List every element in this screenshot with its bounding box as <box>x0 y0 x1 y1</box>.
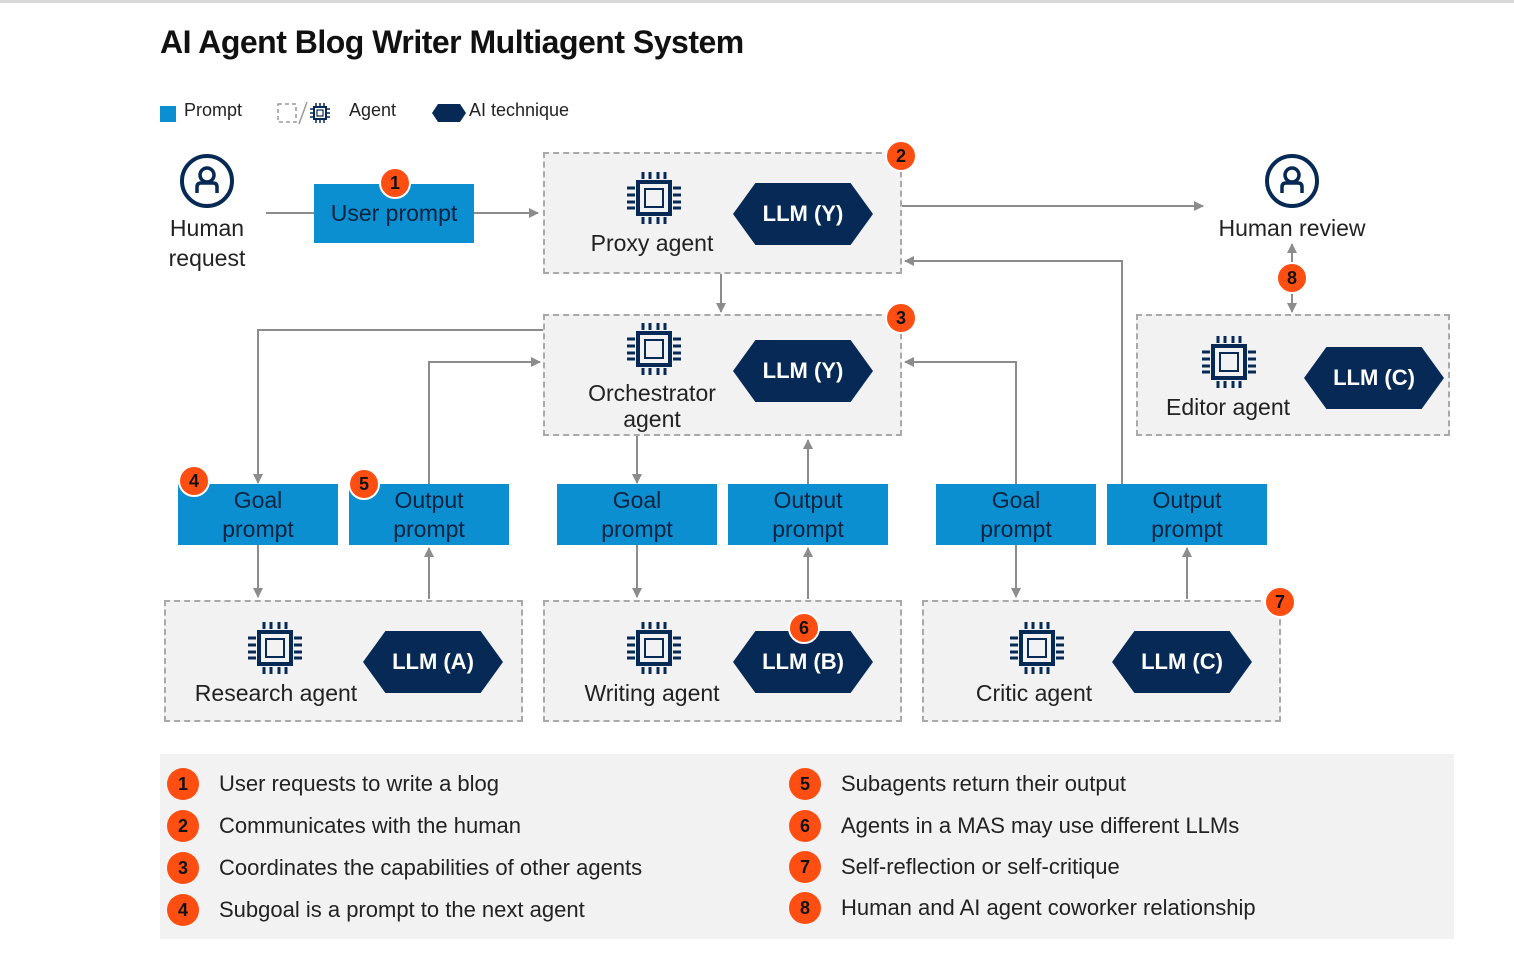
note-5: 5 Subagents return their output <box>789 768 1126 800</box>
top-border <box>0 0 1514 3</box>
note-1-number: 1 <box>167 768 199 800</box>
legend-technique-icon <box>432 104 466 122</box>
note-2-number: 2 <box>167 810 199 842</box>
note-8-text: Human and AI agent coworker relationship <box>841 895 1256 920</box>
note-5-number: 5 <box>789 768 821 800</box>
critic-agent-chip-icon <box>1010 622 1064 674</box>
writing-output-prompt: Output prompt <box>728 484 888 545</box>
note-6-text: Agents in a MAS may use different LLMs <box>841 813 1240 838</box>
writing-goal-prompt: Goal prompt <box>557 484 717 545</box>
orchestrator-agent-chip-icon <box>627 323 681 375</box>
diagram-title: AI Agent Blog Writer Multiagent System <box>160 24 744 60</box>
note-6: 6 Agents in a MAS may use different LLMs <box>789 810 1239 842</box>
note-3-number: 3 <box>167 852 199 884</box>
orchestrator-agent-label: Orchestrator agent <box>588 380 716 432</box>
critic-agent-llm: LLM (C) <box>1112 631 1252 693</box>
note-7-number: 7 <box>789 851 821 883</box>
editor-agent-label: Editor agent <box>1165 394 1291 420</box>
note-7: 7 Self-reflection or self-critique <box>789 851 1120 883</box>
badge-3: 3 <box>885 302 917 334</box>
editor-agent-box: Editor agent LLM (C) <box>1136 314 1450 436</box>
notes-panel: 1 User requests to write a blog 2 Commun… <box>160 754 1454 939</box>
legend-prompt-label: Prompt <box>184 100 243 120</box>
legend-technique-label: AI technique <box>469 100 570 120</box>
proxy-agent-llm: LLM (Y) <box>733 183 873 245</box>
orchestrator-agent-box: Orchestrator agent LLM (Y) <box>543 314 902 436</box>
editor-agent-llm: LLM (C) <box>1304 347 1444 409</box>
note-1-text: User requests to write a blog <box>219 771 500 796</box>
research-goal-prompt: Goal prompt <box>178 484 338 545</box>
note-4-text: Subgoal is a prompt to the next agent <box>219 897 585 922</box>
writing-agent-label: Writing agent <box>584 680 720 706</box>
proxy-agent-chip-icon <box>627 172 681 224</box>
writing-agent-chip-icon <box>627 622 681 674</box>
legend-agent-label: Agent <box>349 100 397 120</box>
writing-agent-box: Writing agent LLM (B) <box>543 600 902 722</box>
badge-1: 1 <box>379 167 411 199</box>
note-8: 8 Human and AI agent coworker relationsh… <box>789 892 1256 924</box>
research-agent-label: Research agent <box>194 680 358 706</box>
research-agent-box: Research agent LLM (A) <box>164 600 523 722</box>
human-request-label: Human request <box>168 215 246 271</box>
editor-agent-chip-icon <box>1202 336 1256 388</box>
note-4: 4 Subgoal is a prompt to the next agent <box>167 894 585 926</box>
note-5-text: Subagents return their output <box>841 771 1126 796</box>
note-6-number: 6 <box>789 810 821 842</box>
critic-agent-box: Critic agent LLM (C) <box>922 600 1281 722</box>
human-review-person-icon <box>1265 154 1319 208</box>
legend-agent-icon <box>277 101 330 125</box>
badge-2: 2 <box>885 140 917 172</box>
critic-agent-label: Critic agent <box>975 680 1093 706</box>
badge-4: 4 <box>178 465 210 497</box>
legend-prompt-swatch <box>160 106 176 122</box>
proxy-agent-box: Proxy agent LLM (Y) <box>543 152 902 274</box>
human-review-label: Human review <box>1218 215 1366 241</box>
note-2-text: Communicates with the human <box>219 813 522 838</box>
note-2: 2 Communicates with the human <box>167 810 521 842</box>
research-agent-chip-icon <box>248 622 302 674</box>
orchestrator-agent-llm: LLM (Y) <box>733 340 873 402</box>
badge-8: 8 <box>1276 262 1308 294</box>
badge-7: 7 <box>1264 586 1296 618</box>
research-agent-llm: LLM (A) <box>363 631 503 693</box>
note-3-text: Coordinates the capabilities of other ag… <box>219 855 643 880</box>
proxy-agent-label: Proxy agent <box>590 230 714 256</box>
note-7-text: Self-reflection or self-critique <box>841 854 1120 879</box>
note-1: 1 User requests to write a blog <box>167 768 499 800</box>
note-8-number: 8 <box>789 892 821 924</box>
note-4-number: 4 <box>167 894 199 926</box>
critic-goal-prompt: Goal prompt <box>936 484 1096 545</box>
note-3: 3 Coordinates the capabilities of other … <box>167 852 642 884</box>
badge-6: 6 <box>788 612 820 644</box>
critic-output-prompt: Output prompt <box>1107 484 1267 545</box>
human-request-person-icon <box>180 154 234 208</box>
badge-5: 5 <box>348 468 380 500</box>
